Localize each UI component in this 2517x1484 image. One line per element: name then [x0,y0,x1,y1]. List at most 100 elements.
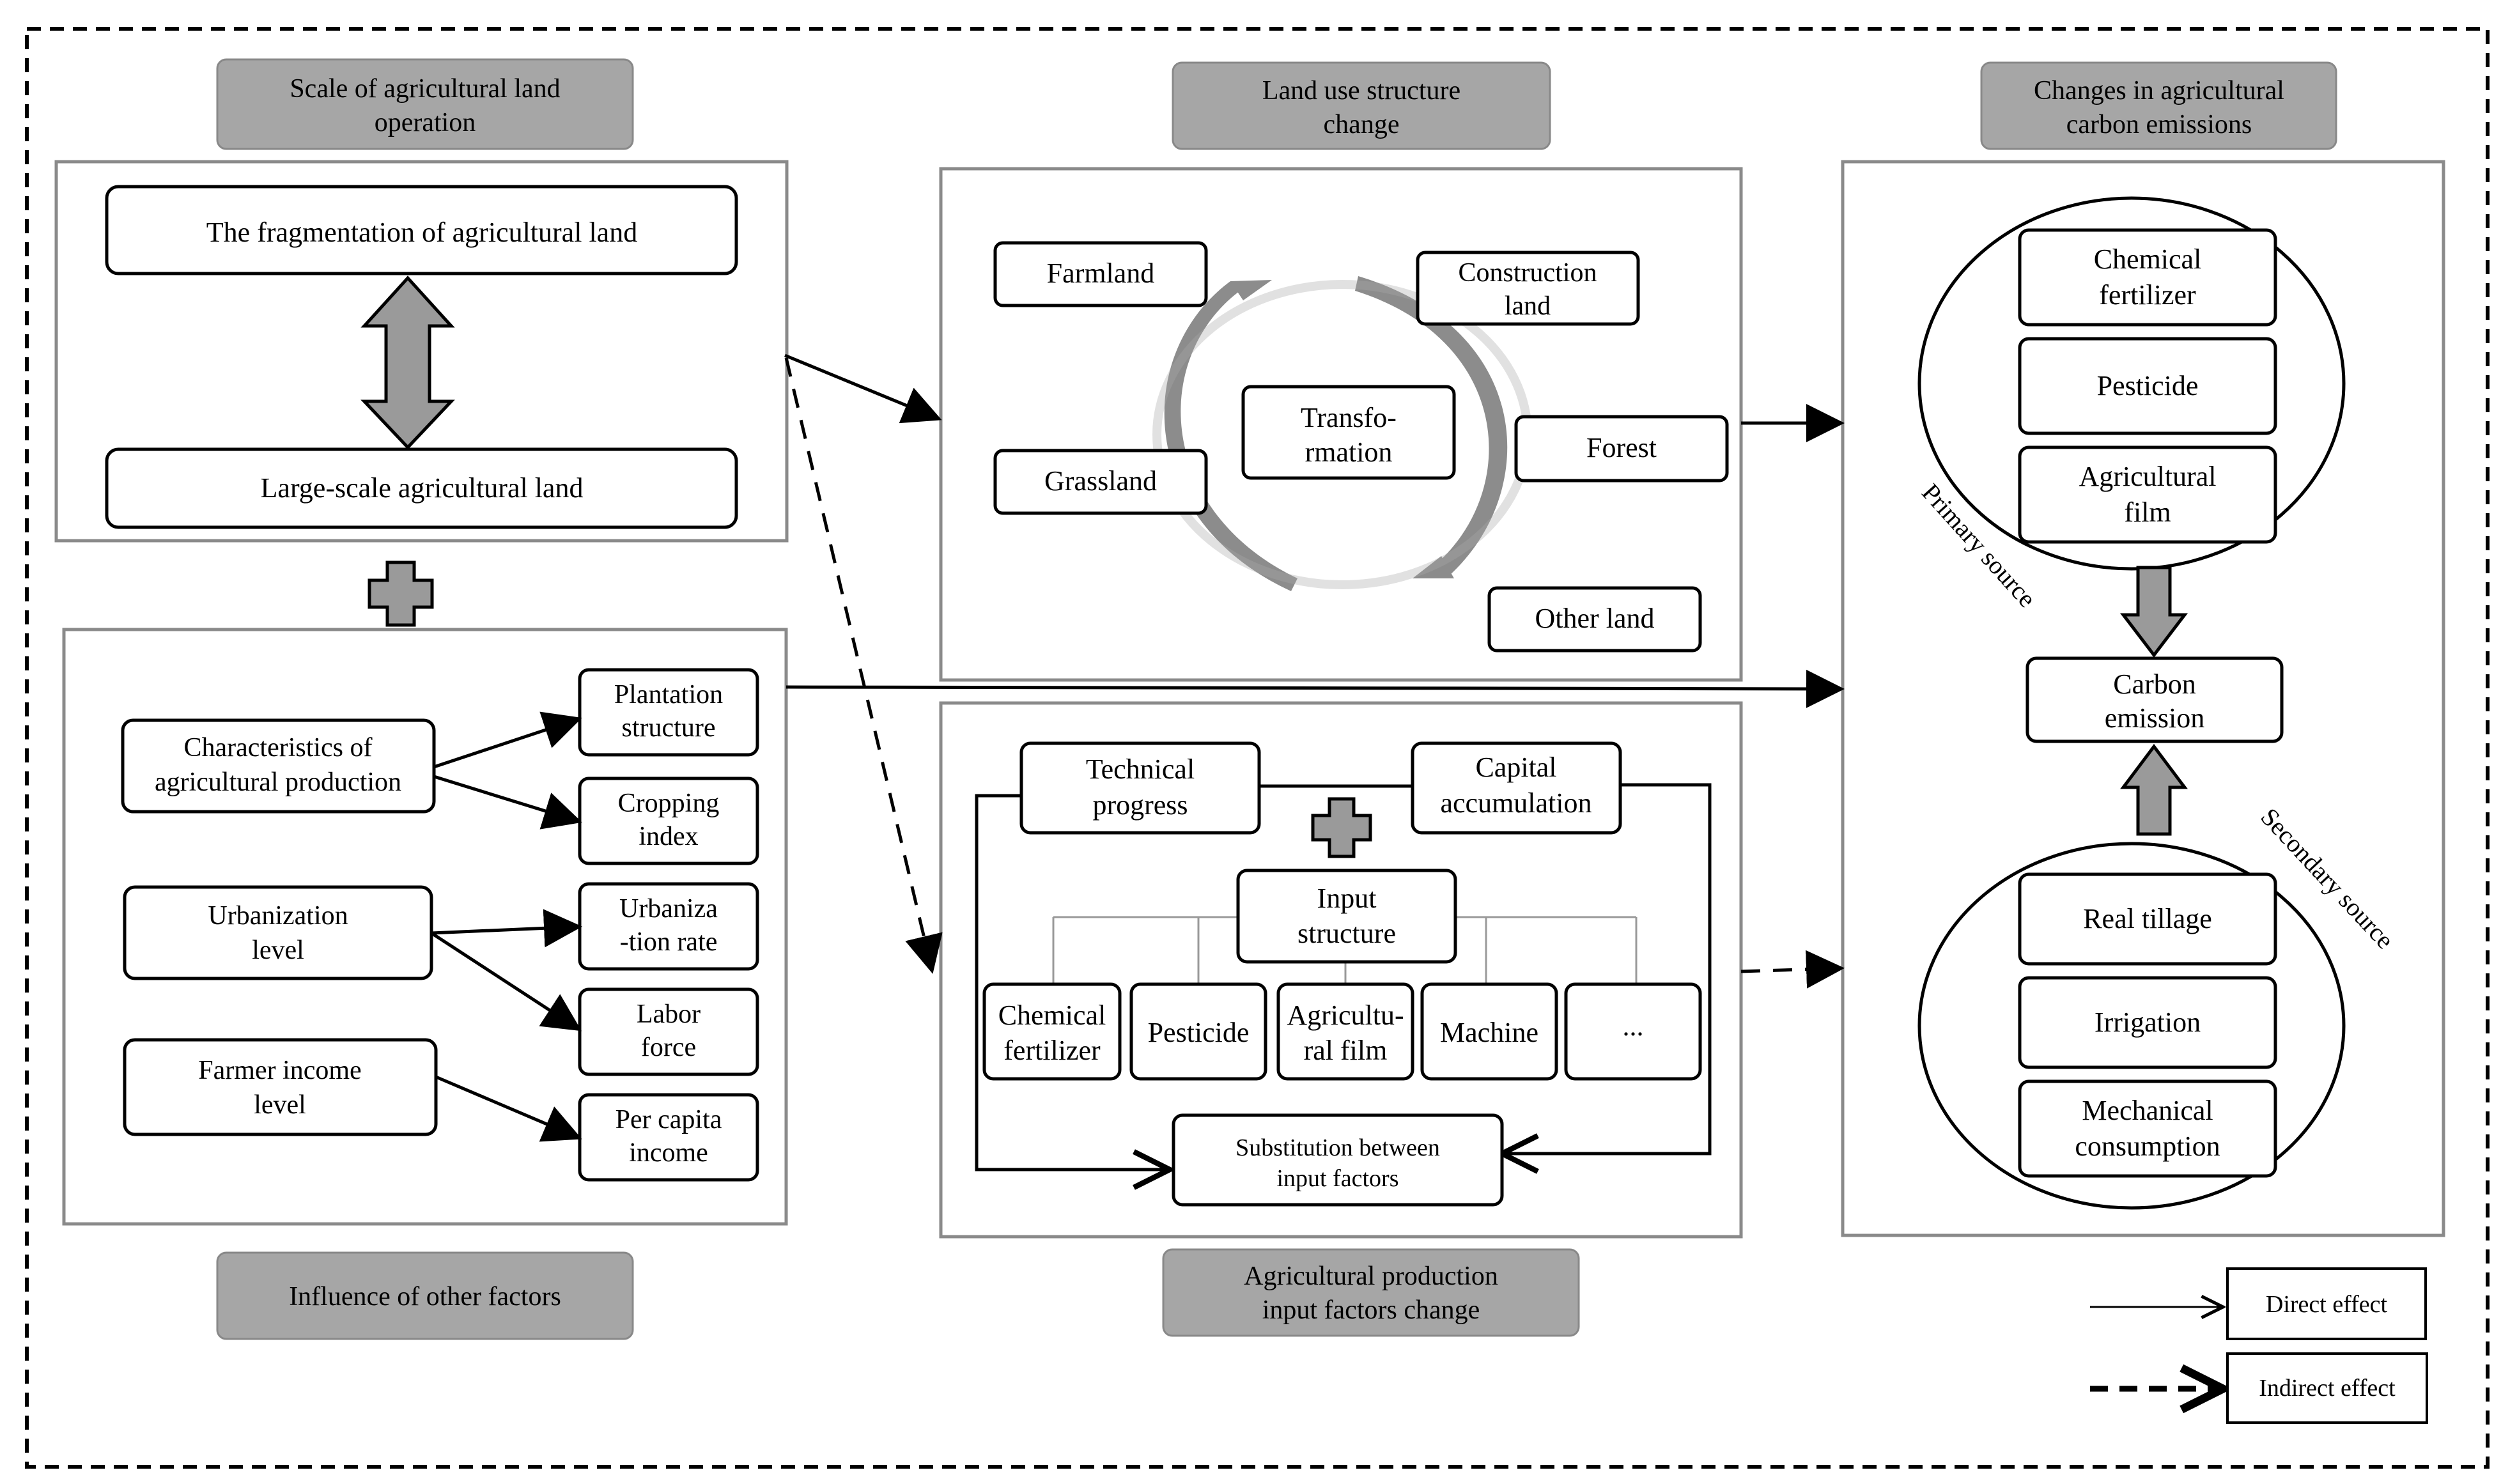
box-other-land-text: Other land [1535,603,1655,634]
box-carbon-tillage-text: Real tillage [2083,903,2212,934]
box-urbanization-level: Urbanization level [123,885,433,980]
box-carbon-film-line1: Agricultural [2079,461,2216,492]
box-carbon-irrigation: Irrigation [2018,976,2277,1069]
main-arrows [784,353,1845,989]
ellipse-secondary [1917,842,2346,1210]
arrow-char-cropping [433,775,582,830]
loop-left [975,794,1170,1170]
header-scale-line1: Scale of agricultural land [290,74,560,104]
box-transformation-line2: rmation [1305,437,1393,468]
ellipse-primary [1917,196,2346,571]
plus-icon-input [1311,797,1372,858]
box-urbanization-rate-line1: Urbaniza [619,894,718,924]
header-input-factors-line1: Agricultural production [1244,1262,1498,1291]
arrow-char-plantation [433,711,582,769]
box-farmer-income: Farmer income level [123,1038,438,1136]
box-carbon-pesticide: Pesticide [2018,337,2277,435]
box-urbanization-rate: Urbaniza -tion rate [578,882,759,971]
box-farmland: Farmland [993,241,1208,307]
box-transformation: Transfo- rmation [1241,385,1456,480]
arrow-input-to-carbon-indirect [1740,950,1845,989]
header-input-factors: Agricultural production input factors ch… [1162,1248,1580,1337]
box-cropping-line1: Cropping [618,789,720,818]
box-input-pesticide: Pesticide [1129,982,1267,1081]
panel-scale [54,160,789,543]
box-plantation-line2: structure [622,713,716,743]
box-labor-line2: force [641,1033,696,1062]
box-input-structure-line1: Input [1317,883,1377,914]
box-input-pesticide-text: Pesticide [1148,1017,1250,1048]
box-input-structure: Input structure [1236,869,1457,964]
box-urbanization-rate-line2: -tion rate [620,927,718,957]
box-input-chemical-line2: fertilizer [1003,1035,1101,1066]
box-characteristics-line1: Characteristics of [183,733,372,762]
box-carbon-mechanical-line1: Mechanical [2082,1095,2213,1126]
box-plantation: Plantation structure [578,668,759,757]
box-capital-line1: Capital [1475,752,1556,783]
arrow-scale-to-landuse [784,353,942,424]
box-input-film-line1: Agricultu- [1287,1000,1404,1031]
box-carbon-film-line2: film [2124,497,2171,528]
box-characteristics-line2: agricultural production [155,768,401,797]
box-carbon-emission-line2: emission [2105,702,2204,734]
box-input-more-text: ... [1623,1010,1644,1042]
box-characteristics: Characteristics of agricultural producti… [121,718,436,814]
box-carbon-film: Agricultural film [2018,445,2277,544]
header-scale: Scale of agricultural land operation [216,58,634,150]
outer-dashed-frame [25,27,2490,1469]
box-fragmentation-text: The fragmentation of agricultural land [206,217,637,248]
box-grassland: Grassland [993,449,1208,515]
header-carbon-line1: Changes in agricultural [2034,76,2284,105]
box-input-chemical: Chemical fertilizer [982,982,1122,1081]
arrow-scale-to-input-indirect [784,357,943,974]
box-forest: Forest [1514,415,1729,483]
box-urbanization-level-line2: level [252,936,304,965]
box-labor-line1: Labor [637,1000,701,1029]
header-land-use-line1: Land use structure [1262,76,1460,105]
box-carbon-irrigation-text: Irrigation [2095,1007,2201,1038]
arrow-factors-to-carbon [786,669,1845,708]
box-farmer-income-line1: Farmer income [198,1056,361,1085]
box-input-chemical-line1: Chemical [998,1000,1106,1031]
box-construction-line1: Construction [1459,258,1597,288]
box-capital: Capital accumulation [1411,741,1622,835]
box-forest-text: Forest [1586,432,1657,463]
header-input-factors-line2: input factors change [1262,1295,1480,1325]
box-cropping-line2: index [639,822,698,851]
factor-arrows [430,711,582,1142]
box-input-machine: Machine [1420,982,1558,1081]
box-input-film: Agricultu- ral film [1276,982,1414,1081]
legend-direct-label: Direct effect [2266,1291,2388,1318]
box-per-capita-line2: income [629,1138,708,1168]
box-carbon-emission-line1: Carbon [2113,669,2196,700]
box-farmer-income-line2: level [254,1090,306,1120]
box-cropping: Cropping index [578,777,759,865]
header-scale-line2: operation [375,108,476,137]
arrow-urb-rate [431,909,582,948]
arrow-income-percapita [435,1075,582,1142]
loop-right [1502,783,1712,1154]
box-substitution-line1: Substitution between [1235,1134,1440,1161]
substitution-loops [975,783,1712,1170]
box-input-film-line2: ral film [1304,1035,1388,1066]
box-input-structure-line2: structure [1297,918,1396,949]
legend: Direct effect Indirect effect [2090,1267,2428,1424]
header-carbon-line2: carbon emissions [2066,110,2252,139]
box-urbanization-level-line1: Urbanization [208,901,348,931]
box-substitution-line2: input factors [1276,1165,1398,1192]
box-grassland-text: Grassland [1044,465,1157,497]
box-per-capita: Per capita income [578,1093,759,1182]
box-capital-line2: accumulation [1440,787,1592,819]
panel-other-factors [62,628,788,1226]
box-technical: Technical progress [1019,741,1261,835]
box-technical-line1: Technical [1086,754,1195,785]
box-per-capita-line1: Per capita [616,1105,722,1134]
box-farmland-text: Farmland [1047,258,1155,289]
box-carbon-mechanical-line2: consumption [2075,1131,2220,1162]
box-carbon-mechanical: Mechanical consumption [2018,1079,2277,1178]
box-construction: Construction land [1416,251,1640,326]
box-substitution: Substitution between input factors [1172,1113,1504,1207]
box-fragmentation: The fragmentation of agricultural land [105,185,738,275]
box-carbon-chemical: Chemical fertilizer [2018,228,2277,327]
